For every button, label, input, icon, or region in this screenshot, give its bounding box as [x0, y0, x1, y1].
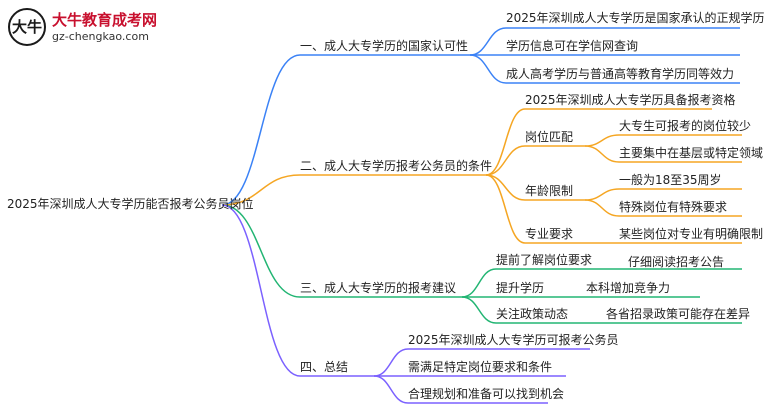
branch-4-label: 四、总结 — [300, 360, 349, 374]
branch-2-label: 二、成人大专学历报考公务员的条件 — [300, 159, 493, 173]
branch-1-label: 一、成人大专学历的国家认可性 — [300, 39, 469, 53]
logo-title: 大牛教育成考网 — [52, 11, 158, 29]
branch-1-item-3: 成人高考学历与普通高等教育学历同等效力 — [506, 67, 735, 81]
branch-2-item-2-sub-2: 主要集中在基层或特定领域 — [619, 146, 764, 160]
edge-branch-2-item-3-2 — [584, 199, 620, 217]
edge-branch-1-item-1 — [469, 27, 507, 56]
edge-root-branch-2 — [221, 174, 301, 206]
edge-branch-4-item-1 — [373, 348, 409, 377]
branch-2-item-4: 专业要求 — [525, 227, 574, 241]
branch-3-label: 三、成人大专学历的报考建议 — [300, 281, 457, 295]
branch-4-item-1: 2025年深圳成人大专学历可报考公务员 — [408, 333, 619, 347]
branch-3-item-3-sub-1: 各省招录政策可能存在差异 — [606, 307, 751, 321]
edge-branch-2-item-2-2 — [584, 145, 620, 163]
edge-branch-3-item-1 — [461, 268, 497, 298]
edge-branch-2-item-2-1 — [584, 134, 620, 147]
branch-2-item-2-sub-1: 大专生可报考的岗位较少 — [619, 119, 752, 133]
branch-2-item-4-sub-1: 某些岗位对专业有明确限制 — [619, 227, 764, 241]
edge-root-branch-1 — [221, 54, 301, 206]
branch-3-item-1: 提前了解岗位要求 — [496, 253, 593, 267]
mindmap-root: 2025年深圳成人大专学历能否报考公务员岗位 — [7, 197, 254, 211]
branch-3-item-3: 关注政策动态 — [496, 307, 569, 321]
branch-2-item-3: 年龄限制 — [525, 184, 574, 198]
branch-2-item-3-sub-2: 特殊岗位有特殊要求 — [619, 200, 728, 214]
edge-root-branch-4 — [221, 204, 301, 377]
edge-branch-4-item-3 — [373, 375, 409, 404]
branch-2-item-2: 岗位匹配 — [525, 130, 574, 144]
edge-branch-1-item-3 — [469, 54, 507, 84]
site-logo[interactable]: 大牛 大牛教育成考网 gz-chengkao.com — [8, 8, 198, 50]
edge-root-branch-3 — [221, 204, 301, 298]
edge-branch-3-item-3 — [461, 296, 497, 324]
branch-3-item-2: 提升学历 — [496, 281, 545, 295]
branch-4-item-3: 合理规划和准备可以找到机会 — [408, 387, 565, 401]
logo-badge-icon: 大牛 — [8, 8, 46, 46]
logo-url: gz-chengkao.com — [52, 30, 149, 43]
branch-3-item-2-sub-1: 本科增加竞争力 — [586, 281, 671, 295]
edge-branch-2-item-3-1 — [584, 188, 620, 201]
branch-4-item-2: 需满足特定岗位要求和条件 — [408, 360, 553, 374]
branch-2-item-3-sub-1: 一般为18至35周岁 — [619, 173, 722, 187]
branch-2-item-1: 2025年深圳成人大专学历具备报考资格 — [525, 93, 736, 107]
branch-1-item-1: 2025年深圳成人大专学历是国家承认的正规学历 — [506, 11, 765, 25]
edge-branch-2-item-1 — [485, 108, 526, 176]
edge-branch-2-item-3 — [485, 174, 526, 201]
branch-1-item-2: 学历信息可在学信网查询 — [506, 39, 639, 53]
edge-branch-2-item-4 — [485, 174, 526, 244]
branch-3-item-1-sub-1: 仔细阅读招考公告 — [628, 255, 725, 269]
edge-branch-2-item-2 — [485, 145, 526, 176]
